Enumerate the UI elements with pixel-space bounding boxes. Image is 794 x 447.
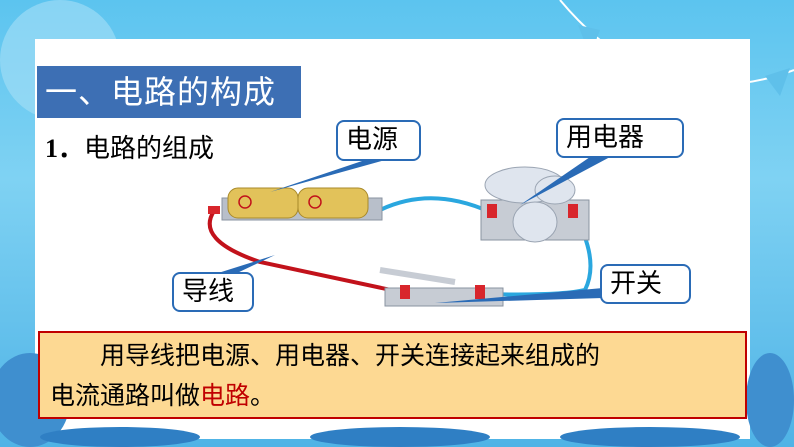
callout-pointer: [520, 157, 610, 205]
definition-line1: 用导线把电源、用电器、开关连接起来组成的: [100, 341, 601, 370]
wire-blue-top: [377, 196, 491, 214]
definition-text: 电流通路叫做: [50, 381, 201, 410]
callout-wire: 导线: [172, 272, 254, 312]
definition-line2: 电流通路叫做电路。: [50, 376, 735, 416]
callout-power: 电源: [336, 120, 421, 161]
battery-icon: [208, 187, 383, 221]
fan-icon: [480, 166, 590, 243]
callout-appliance: 用电器: [556, 118, 684, 158]
bunting-flag: [765, 68, 790, 96]
subtitle: 1．电路的组成: [45, 128, 214, 165]
callout-pointer: [270, 160, 385, 192]
highlight-term: 电路: [200, 381, 251, 410]
definition-suffix: 。: [250, 381, 276, 410]
definition-box: 用导线把电源、用电器、开关连接起来组成的 电流通路叫做电路。: [38, 331, 747, 419]
callout-switch: 开关: [600, 264, 691, 304]
subtitle-number: 1．: [45, 134, 85, 163]
subtitle-text: 电路的组成: [84, 134, 215, 164]
callout-pointer: [215, 255, 275, 274]
callout-pointer: [435, 288, 603, 303]
section-title: 一、电路的构成: [37, 66, 301, 118]
